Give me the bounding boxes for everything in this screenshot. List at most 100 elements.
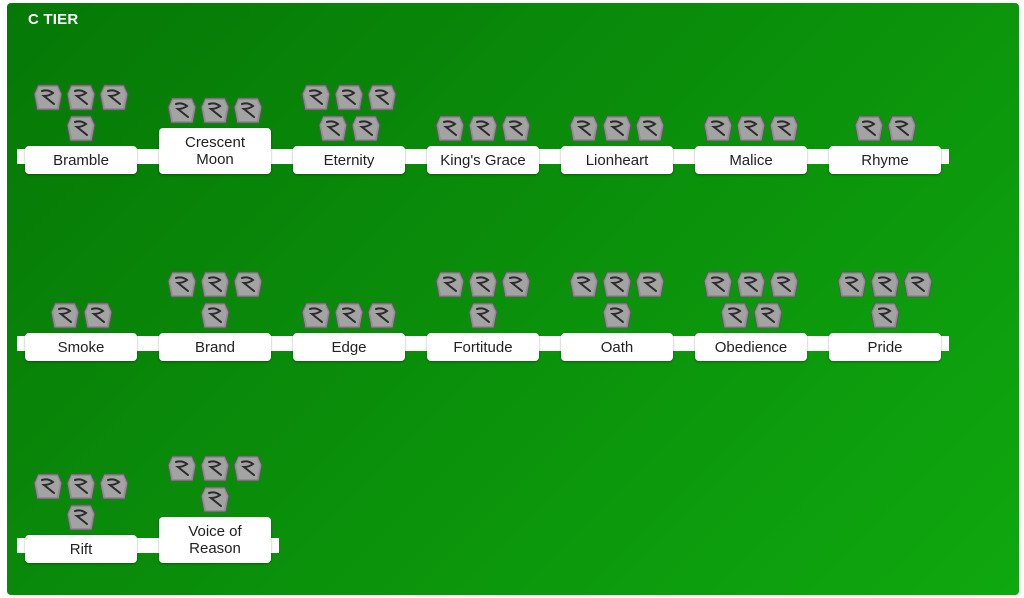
rune-lo-icon — [869, 300, 901, 330]
runeword-name[interactable]: Smoke — [25, 333, 137, 361]
rune-lum-icon — [601, 113, 633, 143]
runeword-card[interactable]: Eternity — [293, 3, 405, 174]
rune-ber-icon — [333, 82, 365, 112]
rune-ohm-icon — [65, 82, 97, 112]
runeword-card[interactable]: King's Grace — [427, 3, 539, 174]
rune-eth-icon — [719, 300, 751, 330]
rune-dol-icon — [500, 269, 532, 299]
rune-amn-icon — [434, 113, 466, 143]
rune-shael-icon — [568, 269, 600, 299]
runeword-name[interactable]: Fortitude — [427, 333, 539, 361]
rune-mal-icon — [634, 269, 666, 299]
rune-el-icon — [434, 269, 466, 299]
rune-group — [829, 113, 941, 143]
runeword-card[interactable]: Rift — [25, 3, 137, 563]
rune-group — [695, 269, 807, 330]
rune-ith-icon — [702, 113, 734, 143]
runeword-name[interactable]: Rhyme — [829, 146, 941, 174]
runeword-card[interactable]: Brand — [159, 3, 271, 361]
rune-lem-icon — [98, 471, 130, 501]
rune-group — [159, 269, 271, 330]
runeword-name[interactable]: Brand — [159, 333, 271, 361]
runeword-card[interactable]: Rhyme — [829, 3, 941, 174]
runeword-card[interactable]: Voice of Reason — [159, 3, 271, 563]
rune-hel-icon — [568, 113, 600, 143]
runeword-name[interactable]: Bramble — [25, 146, 137, 174]
runeword-card[interactable]: Lionheart — [561, 3, 673, 174]
runeword-card[interactable]: Smoke — [25, 3, 137, 361]
rune-group — [293, 300, 405, 330]
runeword-card[interactable]: Obedience — [695, 3, 807, 361]
runeword-name[interactable]: Rift — [25, 535, 137, 563]
runeword-name[interactable]: Voice of Reason — [159, 517, 271, 563]
rune-ko-icon — [735, 269, 767, 299]
rune-nef-icon — [49, 300, 81, 330]
runeword-name[interactable]: Obedience — [695, 333, 807, 361]
rune-eld-icon — [199, 484, 231, 514]
rune-group — [561, 269, 673, 330]
rune-io-icon — [902, 269, 934, 299]
runeword-card[interactable]: Crescent Moon — [159, 3, 271, 174]
rune-amn-icon — [366, 300, 398, 330]
rune-group — [427, 113, 539, 143]
rune-el-icon — [232, 453, 264, 483]
runeword-name[interactable]: Edge — [293, 333, 405, 361]
runeword-name[interactable]: Lionheart — [561, 146, 673, 174]
rune-tir-icon — [300, 300, 332, 330]
rune-thul-icon — [768, 269, 800, 299]
runeword-name[interactable]: Eternity — [293, 146, 405, 174]
runeword-card[interactable]: Edge — [293, 3, 405, 361]
runeword-name[interactable]: Pride — [829, 333, 941, 361]
rune-group — [25, 82, 137, 143]
rune-sur-icon — [98, 82, 130, 112]
rune-tal-icon — [333, 300, 365, 330]
rune-ral-icon — [467, 113, 499, 143]
rune-sur-icon — [869, 269, 901, 299]
rune-group — [293, 82, 405, 143]
runeword-card[interactable]: Pride — [829, 3, 941, 361]
rune-ko-icon — [199, 453, 231, 483]
rune-el-icon — [735, 113, 767, 143]
runeword-name[interactable]: Oath — [561, 333, 673, 361]
runeword-card[interactable]: Fortitude — [427, 3, 539, 361]
rune-lem-icon — [166, 453, 198, 483]
rune-fal-icon — [752, 300, 784, 330]
tier-title: C TIER — [28, 11, 79, 28]
runeword-name[interactable]: Malice — [695, 146, 807, 174]
rune-lo-icon — [467, 300, 499, 330]
rune-hel-icon — [32, 471, 64, 501]
rune-shael-icon — [853, 113, 885, 143]
rune-ko-icon — [65, 471, 97, 501]
rune-group — [159, 95, 271, 125]
rune-group — [695, 113, 807, 143]
runeword-name[interactable]: Crescent Moon — [159, 128, 271, 174]
rune-hel-icon — [702, 269, 734, 299]
runeword-name[interactable]: King's Grace — [427, 146, 539, 174]
rune-amn-icon — [300, 82, 332, 112]
rune-group — [427, 269, 539, 330]
rune-um-icon — [199, 95, 231, 125]
rune-mal-icon — [232, 269, 264, 299]
rune-fal-icon — [634, 113, 666, 143]
rune-lum-icon — [601, 300, 633, 330]
rune-ist-icon — [366, 82, 398, 112]
rune-gul-icon — [65, 502, 97, 532]
rune-group — [25, 300, 137, 330]
rune-lum-icon — [82, 300, 114, 330]
rune-cham-icon — [836, 269, 868, 299]
rune-pul-icon — [601, 269, 633, 299]
rune-sol-icon — [317, 113, 349, 143]
rune-ral-icon — [32, 82, 64, 112]
rune-eld-icon — [768, 113, 800, 143]
rune-tir-icon — [232, 95, 264, 125]
rune-group — [561, 113, 673, 143]
rune-sol-icon — [467, 269, 499, 299]
rune-group — [25, 471, 137, 532]
rune-eth-icon — [886, 113, 918, 143]
rune-thul-icon — [500, 113, 532, 143]
rune-shael-icon — [166, 95, 198, 125]
runeword-card[interactable]: Malice — [695, 3, 807, 174]
rune-gul-icon — [199, 300, 231, 330]
runeword-card[interactable]: Oath — [561, 3, 673, 361]
runeword-card[interactable]: Bramble — [25, 3, 137, 174]
